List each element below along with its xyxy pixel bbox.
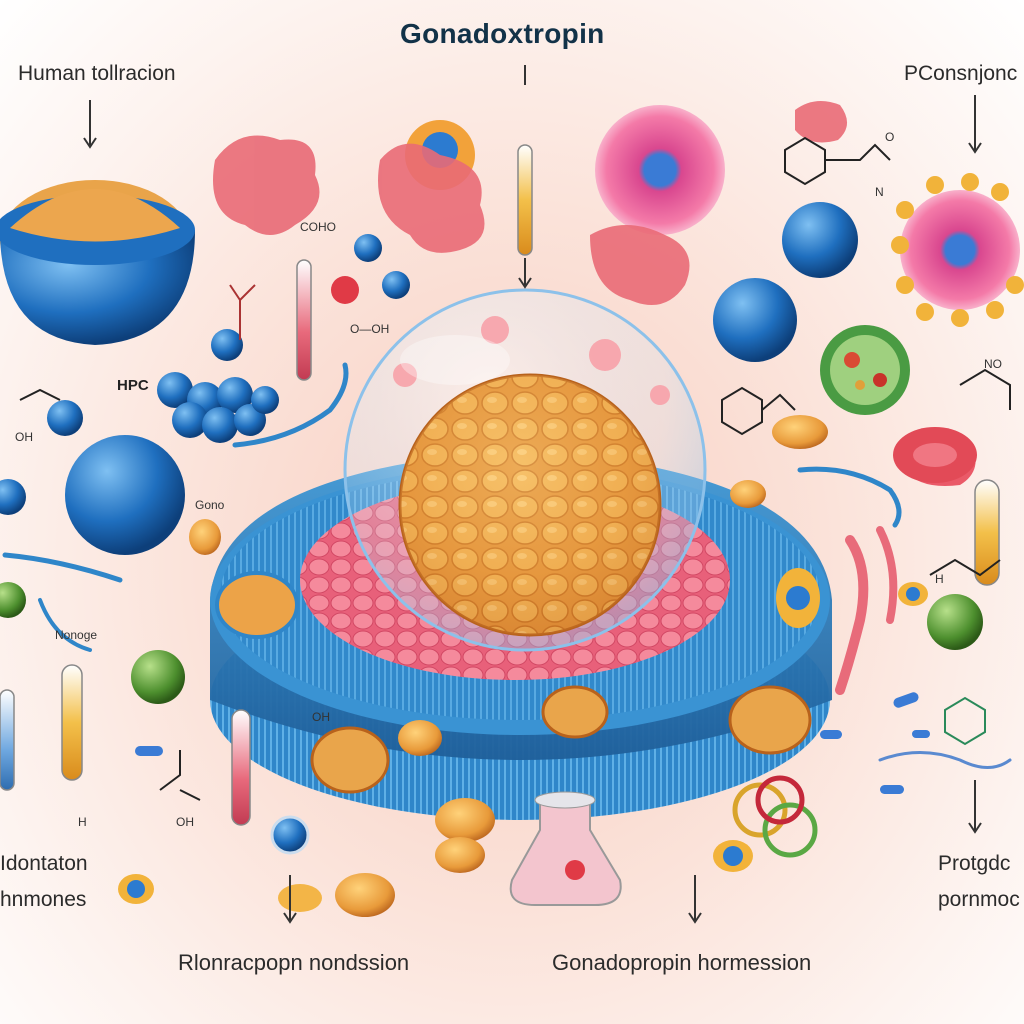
label-h-right: H <box>935 572 944 586</box>
label-bottom-left-line1: Idontaton <box>0 852 88 875</box>
label-o-right: O <box>885 130 895 144</box>
green-spheres <box>0 582 983 704</box>
test-tubes <box>0 144 1000 826</box>
label-hpc: HPC <box>117 377 149 394</box>
pink-cells <box>405 105 1024 327</box>
label-oh-bottom: OH <box>176 815 194 829</box>
molecule-cluster <box>157 372 279 443</box>
arrows <box>83 95 982 924</box>
label-nonoge: Nonoge <box>55 628 98 642</box>
green-cell <box>820 325 910 415</box>
label-bottom-left-line2: hnmones <box>0 888 87 911</box>
label-oh-left: OH <box>15 430 33 444</box>
label-n-right: N <box>875 185 884 199</box>
flask <box>509 791 622 906</box>
bean-cells <box>189 415 828 917</box>
central-cell <box>343 288 707 652</box>
label-top-left: Human tollracion <box>18 62 176 85</box>
label-top-right: PConsnjonc <box>904 62 1018 85</box>
rings <box>732 775 818 858</box>
fibres <box>2 362 1012 769</box>
label-no-right: NO <box>984 357 1002 371</box>
nucleus-cells <box>118 568 928 904</box>
label-cohc: COHO <box>300 220 336 234</box>
capsules <box>135 692 930 794</box>
label-gono: Gono <box>195 498 225 512</box>
label-bottom-center-right: Gonadopropin hormession <box>552 950 812 975</box>
diagram-title: Gonadoxtropin <box>400 18 605 49</box>
label-bottom-right-line1: Protgdc <box>938 852 1011 875</box>
label-bottom-right-line2: pornmoc <box>938 888 1020 911</box>
label-oh-center: OH <box>312 710 330 724</box>
label-h-left: H <box>78 815 87 829</box>
blue-spheres <box>0 202 858 555</box>
label-bottom-center-left: Rlonracpopn nondssion <box>178 950 410 975</box>
powder-bowl <box>0 180 195 345</box>
label-c-o-h: O—OH <box>350 322 390 336</box>
chemical-structures <box>19 136 1011 801</box>
